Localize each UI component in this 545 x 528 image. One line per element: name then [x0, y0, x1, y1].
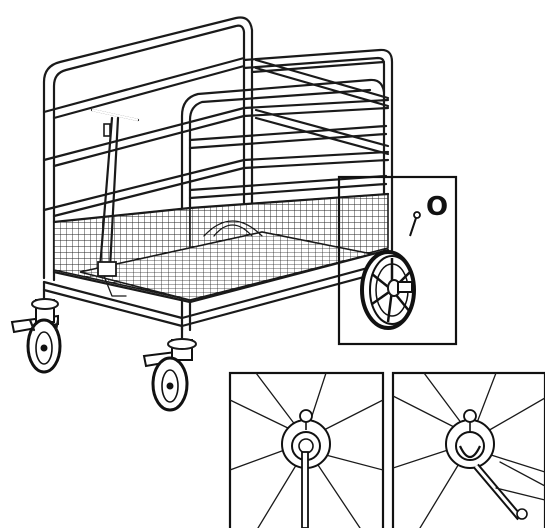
retaining-pin-icon: [409, 211, 421, 237]
spoked-wheel: [360, 250, 416, 330]
trolley: [10, 16, 416, 412]
bottom-frame: [42, 260, 392, 342]
back-frame: [42, 16, 254, 282]
front-frame: [180, 78, 388, 332]
rails: [42, 56, 390, 218]
callout-box: O: [337, 175, 458, 346]
tow-handle: [90, 108, 140, 297]
detail-panel-pin-inserted: [228, 371, 385, 528]
caster-front-right: [142, 338, 197, 412]
caster-front-left: [10, 298, 62, 374]
right-frame: [242, 48, 394, 252]
detail-panel-pin-secured: [391, 371, 545, 528]
callout-label: O: [426, 192, 448, 222]
